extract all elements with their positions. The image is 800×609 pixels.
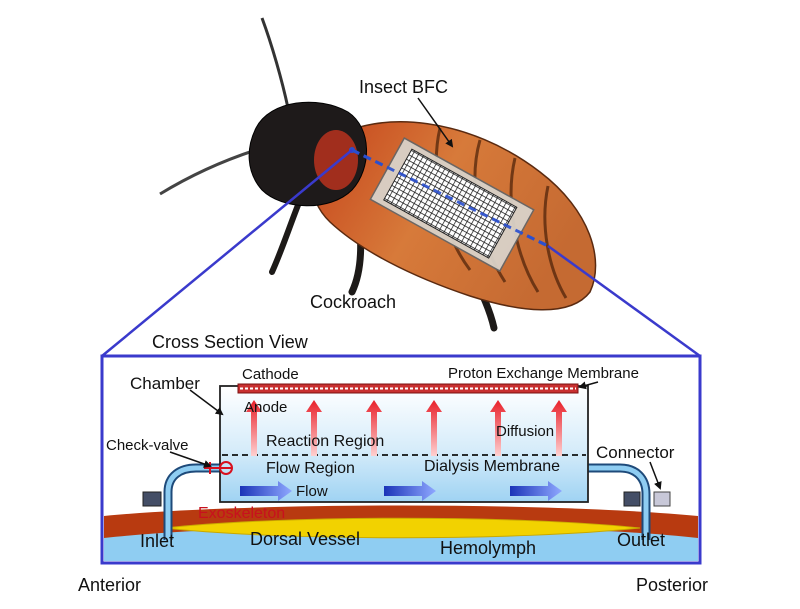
insect-bfc-label: Insect BFC <box>359 77 449 97</box>
chamber-label: Chamber <box>130 374 200 393</box>
anode-label: Anode <box>244 399 288 416</box>
outlet-label: Outlet <box>617 530 666 550</box>
pem-label: Proton Exchange Membrane <box>448 365 639 382</box>
diffusion-arrows <box>246 400 567 456</box>
hemolymph-label: Hemolymph <box>440 538 537 558</box>
diffusion-label: Diffusion <box>496 423 555 440</box>
dialysis-membrane-label: Dialysis Membrane <box>424 458 561 475</box>
cathode-label: Cathode <box>242 366 299 383</box>
cross-section <box>100 354 702 565</box>
dorsal-vessel-label: Dorsal Vessel <box>250 529 361 549</box>
posterior-label: Posterior <box>636 575 709 595</box>
flow-arrow-3 <box>510 481 562 501</box>
flow-arrows <box>240 481 562 501</box>
connector-right-dark <box>623 491 641 507</box>
diffusion-arrow-2 <box>306 400 322 456</box>
connector-right-light <box>653 491 671 507</box>
projection-line-right <box>547 244 701 358</box>
chamber-pointer <box>189 389 224 416</box>
diffusion-arrow-4 <box>426 400 442 456</box>
connector-left <box>142 491 162 507</box>
exoskeleton-label: Exoskeleton <box>198 505 286 522</box>
flow-region-label: Flow Region <box>266 460 355 477</box>
bfc-device <box>369 137 535 273</box>
cross-section-title: Cross Section View <box>152 332 308 352</box>
dorsal-vessel <box>164 517 641 539</box>
flow-arrow-1 <box>240 481 292 501</box>
diffusion-arrow-5 <box>490 400 506 456</box>
diffusion-arrow-1 <box>246 400 262 456</box>
cockroach-label: Cockroach <box>310 292 397 312</box>
cockroach-illustration <box>159 17 597 332</box>
insect-bfc-pointer <box>417 97 454 148</box>
diffusion-arrow-3 <box>366 400 382 456</box>
anterior-label: Anterior <box>78 575 142 595</box>
inlet-label: Inlet <box>140 531 175 551</box>
pronotum-patch <box>314 130 358 190</box>
connector-label: Connector <box>596 443 675 462</box>
antenna-left <box>159 146 263 196</box>
chamber-body <box>219 385 589 503</box>
leg-front <box>269 197 303 275</box>
antenna-top <box>260 17 290 109</box>
pem-pointer <box>578 381 599 390</box>
flow-label: Flow <box>296 483 328 500</box>
projection-line-left <box>101 149 353 357</box>
reaction-region-label: Reaction Region <box>266 433 385 450</box>
check-valve-label: Check-valve <box>106 437 189 454</box>
diffusion-arrow-6 <box>551 400 567 456</box>
check-valve-pointer <box>169 451 212 468</box>
flow-arrow-2 <box>384 481 436 501</box>
connector-pointer <box>649 461 662 490</box>
